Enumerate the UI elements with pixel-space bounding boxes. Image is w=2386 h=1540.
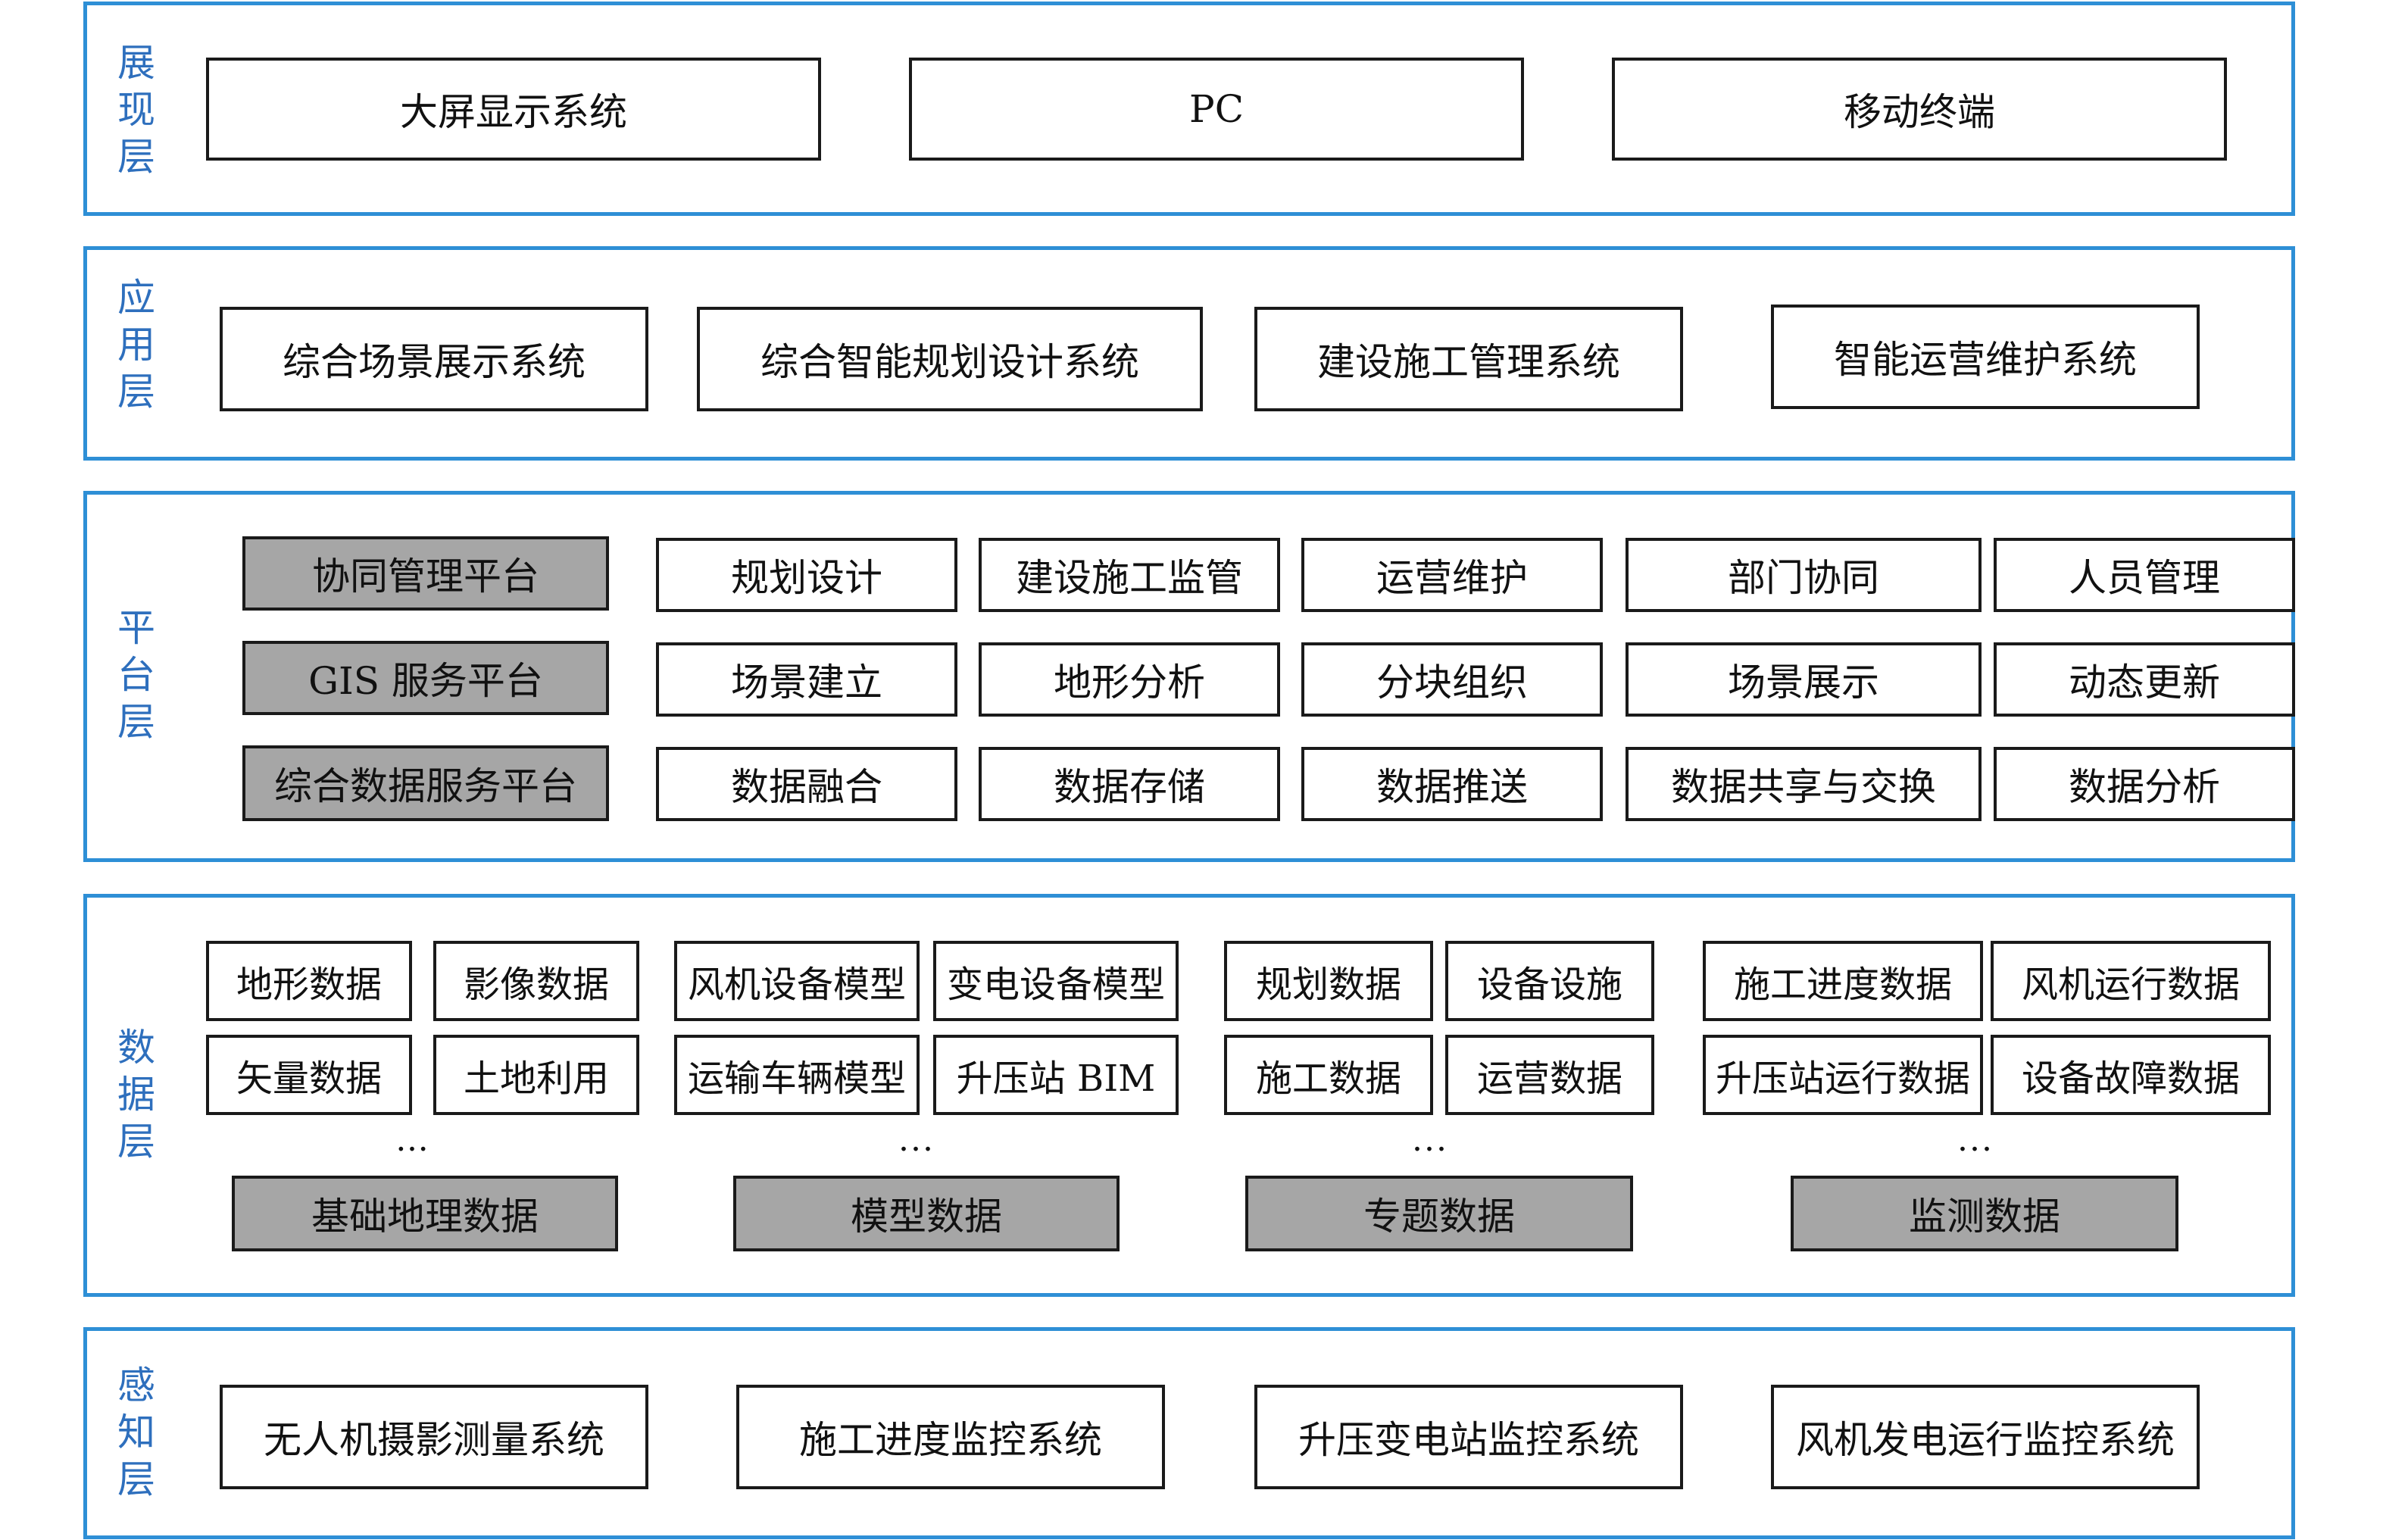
collaboration-platform-box: 协同管理平台 [242, 536, 609, 611]
data-item: 运输车辆模型 [674, 1035, 920, 1115]
platform-item: 场景展示 [1626, 642, 1982, 717]
presentation-layer-label: 展 现 层 [117, 41, 155, 179]
platform-item: 建设施工监管 [979, 538, 1280, 612]
data-item: 施工进度数据 [1703, 941, 1983, 1021]
construction-progress-monitoring-box: 施工进度监控系统 [736, 1385, 1165, 1489]
platform-item: 规划设计 [656, 538, 957, 612]
pc-box: PC [909, 58, 1524, 161]
platform-item: 人员管理 [1994, 538, 2295, 612]
large-screen-display-box: 大屏显示系统 [206, 58, 821, 161]
uav-photogrammetry-system-box: 无人机摄影测量系统 [220, 1385, 648, 1489]
ellipsis: … [395, 1120, 430, 1159]
platform-item: 数据融合 [656, 747, 957, 821]
data-item: 土地利用 [433, 1035, 639, 1115]
thematic-data-box: 专题数据 [1245, 1176, 1633, 1251]
data-item: 风机运行数据 [1991, 941, 2271, 1021]
data-item: 施工数据 [1224, 1035, 1433, 1115]
presentation-layer [83, 2, 2295, 216]
turbine-operation-monitoring-box: 风机发电运行监控系统 [1771, 1385, 2200, 1489]
platform-item: 部门协同 [1626, 538, 1982, 612]
monitoring-data-box: 监测数据 [1791, 1176, 2178, 1251]
data-item: 设备设施 [1445, 941, 1654, 1021]
data-item: 升压站运行数据 [1703, 1035, 1983, 1115]
ellipsis: ... [898, 1120, 935, 1159]
data-item: 风机设备模型 [674, 941, 920, 1021]
platform-item: 动态更新 [1994, 642, 2295, 717]
platform-item: 数据推送 [1301, 747, 1603, 821]
basic-geo-data-box: 基础地理数据 [232, 1176, 618, 1251]
platform-item: 数据存储 [979, 747, 1280, 821]
perception-layer [83, 1327, 2295, 1539]
data-item: 矢量数据 [206, 1035, 412, 1115]
construction-management-system-box: 建设施工管理系统 [1254, 307, 1683, 411]
application-layer-label: 应 用 层 [117, 276, 155, 414]
platform-item: 数据分析 [1994, 747, 2295, 821]
gis-platform-box: GIS 服务平台 [242, 641, 609, 715]
platform-item: 数据共享与交换 [1626, 747, 1982, 821]
data-item: 设备故障数据 [1991, 1035, 2271, 1115]
data-item: 变电设备模型 [933, 941, 1179, 1021]
ellipsis: ... [1412, 1120, 1448, 1159]
perception-layer-label: 感 知 层 [117, 1364, 155, 1501]
data-layer-label: 数 据 层 [117, 1026, 155, 1164]
data-item: 地形数据 [206, 941, 412, 1021]
operation-maintenance-system-box: 智能运营维护系统 [1771, 305, 2200, 409]
platform-item: 场景建立 [656, 642, 957, 717]
model-data-box: 模型数据 [733, 1176, 1120, 1251]
platform-item: 地形分析 [979, 642, 1280, 717]
application-layer [83, 246, 2295, 461]
platform-layer-label: 平 台 层 [117, 606, 155, 744]
data-item: 规划数据 [1224, 941, 1433, 1021]
mobile-terminal-box: 移动终端 [1612, 58, 2227, 161]
substation-monitoring-box: 升压变电站监控系统 [1254, 1385, 1683, 1489]
planning-design-system-box: 综合智能规划设计系统 [697, 307, 1203, 411]
data-item: 影像数据 [433, 941, 639, 1021]
ellipsis: ... [1957, 1120, 1994, 1159]
scene-display-system-box: 综合场景展示系统 [220, 307, 648, 411]
platform-item: 运营维护 [1301, 538, 1603, 612]
data-layer [83, 894, 2295, 1297]
data-item: 升压站 BIM [933, 1035, 1179, 1115]
data-item: 运营数据 [1445, 1035, 1654, 1115]
platform-item: 分块组织 [1301, 642, 1603, 717]
data-service-platform-box: 综合数据服务平台 [242, 745, 609, 821]
